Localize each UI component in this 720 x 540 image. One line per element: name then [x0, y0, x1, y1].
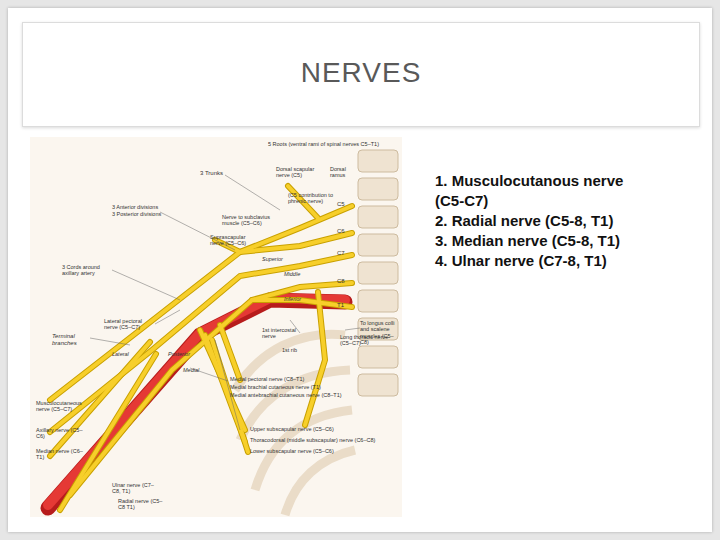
anatomy-label: C5 [337, 201, 351, 208]
anatomy-label: Dorsal scapular nerve (C5) [276, 166, 326, 179]
anatomy-label: Radial nerve (C5–C8 T1) [118, 498, 163, 511]
anatomy-label: Lateral pectoral nerve (C5–C7) [104, 318, 156, 331]
anatomy-label: 3 Posterior divisions [112, 211, 172, 217]
anatomy-label: 1st intercostal nerve [262, 327, 300, 340]
illustration-background [30, 137, 402, 517]
slide-title: NERVES [22, 56, 700, 90]
anatomy-label: Medial antebrachial cutaneous nerve (C8–… [230, 392, 360, 398]
anatomy-label: 5 Roots (ventral rami of spinal nerves C… [268, 141, 380, 147]
anatomy-label: Axillary nerve (C5–C6) [36, 427, 86, 440]
anatomy-label: Nerve to subclavius muscle (C5–C6) [222, 214, 272, 227]
anatomy-label: Ulnar nerve (C7–C8, T1) [112, 482, 157, 495]
anatomy-label: C7 [337, 250, 351, 257]
anatomy-label: (C5 contribution to phrenic nerve) [288, 192, 338, 205]
anatomy-label: Median nerve (C6–T1) [36, 448, 86, 461]
list-item: 4. Ulnar nerve (C7-8, T1) [435, 251, 695, 271]
anatomy-label: Upper subscapular nerve (C5–C6) [250, 426, 360, 432]
rib-cage [235, 334, 355, 515]
list-item: 1. Musculocutanous nerve (C5-C7) [435, 171, 650, 211]
anatomy-label: To longus colli and scalene muscles (C5–… [360, 320, 402, 345]
vertebral-column [358, 150, 398, 396]
anatomy-label: Superior [262, 256, 292, 262]
leader-line [90, 175, 360, 430]
anatomy-label: Thoracodorsal (middle subscapular) nerve… [250, 437, 390, 443]
anatomy-label: Inferior [284, 296, 314, 302]
anatomy-label: C6 [337, 228, 351, 235]
list-item: 2. Radial nerve (C5-8, T1) [435, 211, 695, 231]
anatomy-label: Medial pectoral nerve (C8–T1) [230, 376, 340, 382]
anatomy-label: Medial brachial cutaneous nerve (T1) [230, 384, 345, 390]
anatomy-label: Posterior [168, 351, 198, 357]
anatomy-label: Musculocutaneous nerve (C5–C7) [36, 400, 91, 413]
anatomy-label: Terminal branches [52, 333, 90, 347]
anatomy-label: Lateral [112, 351, 142, 357]
anatomy-label: Long thoracic nerve (C5–C7) [340, 334, 390, 347]
anatomy-label: 3 Cords around axillary artery [62, 264, 112, 277]
nerve-outline [50, 186, 352, 510]
anatomy-label: 1st rib [282, 347, 307, 353]
anatomy-label: Lower subscapular nerve (C5–C6) [250, 448, 360, 454]
anatomy-label: Medial [183, 367, 213, 373]
anatomy-label: 3 Anterior divisions [112, 204, 172, 210]
list-item: 3. Median nerve (C5-8, T1) [435, 231, 695, 251]
anatomy-label: T1 [337, 302, 351, 309]
anatomy-label: 3 Trunks [200, 170, 240, 177]
anatomy-label: Middle [284, 271, 314, 277]
anatomy-label: Suprascapular nerve (C5–C6) [210, 234, 258, 247]
anatomy-label: Dorsal ramus [330, 166, 358, 179]
anatomy-label: C8 [337, 278, 351, 285]
nerve [50, 186, 352, 510]
